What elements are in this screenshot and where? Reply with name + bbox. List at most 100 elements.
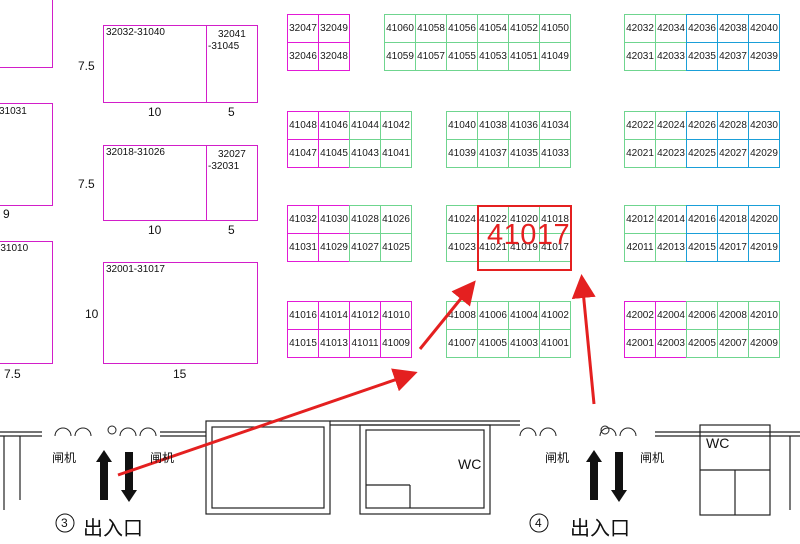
booth-cell[interactable]: 41049: [539, 42, 571, 71]
booth-cell[interactable]: 42025: [686, 139, 718, 168]
booth-cell[interactable]: 41055: [446, 42, 478, 71]
booth-cell[interactable]: 41045: [318, 139, 350, 168]
booth-cell[interactable]: 41060: [384, 14, 416, 43]
booth-cell[interactable]: 41039: [446, 139, 478, 168]
entrance-3-circle: [55, 513, 75, 533]
booth-cell[interactable]: 42039: [748, 42, 780, 71]
booth-cell[interactable]: 42019: [748, 233, 780, 262]
entrance-3-label: 出入口: [83, 518, 143, 540]
block-32001[interactable]: [103, 262, 258, 364]
label-32041b: -31045: [208, 41, 240, 52]
booth-cell[interactable]: 42001: [624, 329, 656, 358]
label-32018: 32018-31026: [106, 147, 165, 158]
label-31031: 31031: [0, 106, 27, 117]
booth-cell[interactable]: 41034: [539, 111, 571, 140]
booth-cell[interactable]: 41033: [539, 139, 571, 168]
outer-walls: [0, 420, 800, 516]
booth-cell[interactable]: 42012: [624, 205, 656, 234]
wc-label-2: WC: [706, 435, 730, 451]
booth-cell[interactable]: 41015: [287, 329, 319, 358]
booth-cell[interactable]: 42040: [748, 14, 780, 43]
booth-cell[interactable]: 41007: [446, 329, 478, 358]
entrance-4-label: 出入口: [570, 518, 630, 540]
booth-cell[interactable]: 41005: [477, 329, 509, 358]
gate-label-3a: 闸机: [52, 451, 77, 465]
booth-cell[interactable]: 41036: [508, 111, 540, 140]
booth-cell[interactable]: 41056: [446, 14, 478, 43]
booth-cell[interactable]: 41001: [539, 329, 571, 358]
label-32032: 32032-31040: [106, 27, 165, 38]
route-arrows: [117, 274, 596, 477]
booth-cell[interactable]: 41025: [380, 233, 412, 262]
booth-cell[interactable]: 41057: [415, 42, 447, 71]
highlighted-booth-label: 41017: [487, 219, 571, 251]
booth-cell[interactable]: 41024: [446, 205, 478, 234]
highlight-box[interactable]: [477, 205, 572, 271]
block-32041[interactable]: [206, 25, 258, 103]
booth-cell[interactable]: 41006: [477, 301, 509, 330]
block-32032[interactable]: [103, 25, 207, 103]
booth-cell[interactable]: 41009: [380, 329, 412, 358]
gate-label-4b: 闸机: [640, 451, 665, 465]
label-32027a: 32027: [218, 149, 246, 160]
label-32027b: -32031: [208, 161, 240, 172]
booth-cell[interactable]: 42003: [655, 329, 687, 358]
block-left-31031[interactable]: [0, 103, 53, 206]
entrance-4-number: 4: [535, 516, 542, 530]
booth-cell[interactable]: 41017: [539, 233, 571, 262]
booth-cell[interactable]: 42020: [748, 205, 780, 234]
block-32018[interactable]: [103, 145, 207, 221]
booth-cell[interactable]: 42018: [717, 205, 749, 234]
gate-arcs: [54, 425, 637, 437]
wc-label-1: WC: [458, 456, 482, 472]
dim-label: 15: [173, 367, 187, 381]
entrance-4-circle: [529, 513, 549, 533]
block-left-top-edge[interactable]: [0, 0, 53, 68]
booth-cell[interactable]: 42026: [686, 111, 718, 140]
booth-cell[interactable]: 41043: [349, 139, 381, 168]
booth-cell[interactable]: 42008: [717, 301, 749, 330]
booth-cell[interactable]: 41041: [380, 139, 412, 168]
booth-cell[interactable]: 32047: [287, 14, 319, 43]
booth-cell[interactable]: 42033: [655, 42, 687, 71]
block-left-31010[interactable]: [0, 241, 53, 364]
booth-cell[interactable]: 32048: [318, 42, 350, 71]
booth-cell[interactable]: 42009: [748, 329, 780, 358]
booth-cell[interactable]: 42031: [624, 42, 656, 71]
booth-cell[interactable]: 41029: [318, 233, 350, 262]
booth-cell[interactable]: 41059: [384, 42, 416, 71]
booth-cell[interactable]: 42027: [717, 139, 749, 168]
booth-cell[interactable]: 41031: [287, 233, 319, 262]
booth-cell[interactable]: 42029: [748, 139, 780, 168]
booth-cell[interactable]: 42013: [655, 233, 687, 262]
booth-cell[interactable]: 42032: [624, 14, 656, 43]
booth-cell[interactable]: 42037: [717, 42, 749, 71]
booth-cell[interactable]: 42023: [655, 139, 687, 168]
booth-cell[interactable]: 42021: [624, 139, 656, 168]
booth-cell[interactable]: 42030: [748, 111, 780, 140]
dim-label: 10: [148, 105, 162, 119]
dim-label: 7.5: [4, 367, 21, 381]
entrance-3-number: 3: [61, 516, 68, 530]
booth-cell[interactable]: 41058: [415, 14, 447, 43]
block-32027[interactable]: [206, 145, 258, 221]
booth-cell[interactable]: 41023: [446, 233, 478, 262]
dim-label: 10: [85, 307, 99, 321]
booth-cell[interactable]: 41011: [349, 329, 381, 358]
label-32001: 32001-31017: [106, 264, 165, 275]
dim-label: 9: [3, 207, 10, 221]
dim-label: 5: [228, 223, 235, 237]
label-32041a: 32041: [218, 29, 246, 40]
gate-label-3b: 闸机: [150, 451, 175, 465]
dim-label: 5: [228, 105, 235, 119]
booth-cell[interactable]: 41004: [508, 301, 540, 330]
booth-cell[interactable]: 41048: [287, 111, 319, 140]
booth-cell[interactable]: 42005: [686, 329, 718, 358]
booth-cell[interactable]: 42011: [624, 233, 656, 262]
booth-cell[interactable]: 41032: [287, 205, 319, 234]
booth-cell[interactable]: 41027: [349, 233, 381, 262]
dim-label: 7.5: [78, 177, 95, 191]
booth-cell[interactable]: 42017: [717, 233, 749, 262]
